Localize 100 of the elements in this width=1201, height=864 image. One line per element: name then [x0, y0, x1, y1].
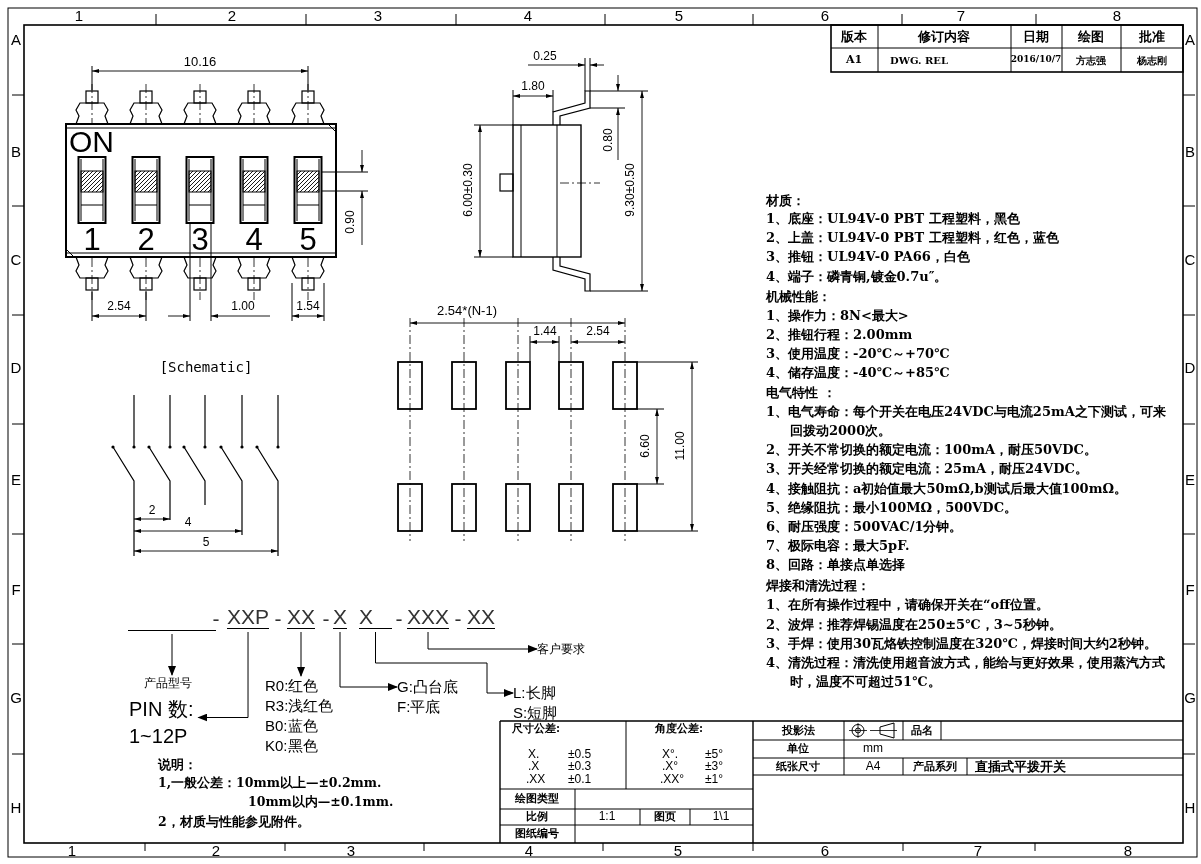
zone-marker: 6 [820, 7, 830, 25]
zone-marker: 3 [346, 842, 356, 860]
dimension-value: 6.00±0.30 [462, 163, 476, 217]
zone-marker: 2 [211, 842, 221, 860]
table-value: ±0.3 [568, 760, 592, 774]
table-header: 绘图 [1078, 29, 1104, 45]
table-header: 品名 [911, 724, 933, 738]
dimension-value: 1.80 [521, 80, 545, 94]
dimension-value: 0.90 [344, 210, 358, 234]
zone-marker: C [10, 251, 22, 269]
spec-item: 4、储存温度：-40℃～+85℃ [766, 364, 951, 382]
note-text: 10mm以内—±0.1mm. [248, 795, 394, 809]
spec-heading: 焊接和清洗过程： [766, 577, 871, 595]
option-description: G:凸台底 F:平底 [397, 677, 463, 717]
switch-number: 3 [191, 222, 209, 258]
spec-item: 8、回路：单接点单选择 [766, 556, 907, 574]
spec-heading: 电气特性 ： [766, 384, 837, 402]
zone-marker: 4 [523, 7, 533, 25]
table-value: ±5° [705, 748, 724, 762]
arrow [339, 631, 398, 691]
part-number-dash: - [454, 607, 462, 631]
table-header: 版本 [841, 29, 867, 45]
zone-marker: E [1185, 471, 1195, 489]
spec-item: 3、使用温度：-20℃～+70℃ [766, 345, 951, 363]
switch-number: 5 [299, 222, 317, 258]
part-number-field: XX [287, 606, 315, 629]
table-header: 图纸编号 [515, 827, 559, 841]
dimension-value: 0.80 [602, 128, 616, 152]
spec-item: 3、推钮：UL94V-0 PA66，白色 [766, 248, 971, 266]
table-value: ±0.5 [568, 748, 592, 762]
table-value: A1 [845, 53, 863, 67]
spec-item: 3、手焊：使用30瓦烙铁控制温度在320℃，焊接时间大约2秒钟。 [766, 635, 1158, 653]
spec-item: 1、在所有操作过程中，请确保开关在“off位置。 [766, 596, 1050, 614]
note-text: 2，材质与性能参见附件。 [158, 815, 310, 829]
part-number-field: X [333, 606, 347, 629]
spec-item: 7、极际电容：最大5pF. [766, 537, 911, 555]
part-number-field: XXX [407, 606, 450, 629]
zone-marker: D [1184, 359, 1196, 377]
table-value: 2016/10/7 [1010, 55, 1062, 65]
table-header: 单位 [787, 742, 809, 756]
table-header: 产品系列 [913, 760, 957, 774]
dimension-value: 1.54 [296, 300, 320, 314]
zone-marker: 1 [74, 7, 84, 25]
table-header: 角度公差: [655, 722, 704, 736]
table-header: 绘图类型 [515, 792, 559, 806]
table-header: 尺寸公差: [512, 722, 561, 736]
part-number-field: XXP [227, 606, 270, 629]
zone-marker: F [1185, 581, 1195, 599]
part-number-dash: - [274, 607, 282, 631]
zone-marker: 3 [373, 7, 383, 25]
spec-item: 2、推钮行程：2.00mm [766, 326, 914, 344]
zone-marker: 2 [227, 7, 237, 25]
spec-item: 2、开关不常切换的额定电流：100mA，耐压50VDC。 [766, 441, 1098, 459]
spec-item: 3、开关经常切换的额定电流：25mA，耐压24VDC。 [766, 460, 1089, 478]
zone-marker: H [1184, 799, 1196, 817]
table-value: .X° [662, 760, 679, 774]
table-value: .X [528, 760, 540, 774]
dimension-value: 2.54 [107, 300, 131, 314]
on-marking: ON [69, 124, 114, 158]
dimension-value: 2.54*(N-1) [437, 303, 497, 319]
view-caption: [Schematic] [159, 360, 253, 376]
table-value: .XX° [660, 773, 685, 787]
table-value: A4 [865, 760, 881, 774]
table-value: ±3° [705, 760, 724, 774]
part-number-dash: - [395, 607, 403, 631]
switch-number: 2 [137, 222, 155, 258]
zone-marker: 5 [673, 842, 683, 860]
table-value: X°. [662, 748, 679, 762]
dimension-value: 1.44 [533, 325, 557, 339]
part-number-field: X [359, 606, 392, 629]
zone-marker: 8 [1112, 7, 1122, 25]
spec-item: 1、电气寿命：每个开关在电压24VDC与电流25mA之下测试，可来回拨动2000次。 [766, 403, 1167, 440]
table-header: 比例 [526, 810, 548, 824]
zone-marker: B [1185, 143, 1195, 161]
zone-marker: 7 [973, 842, 983, 860]
table-header: 批准 [1139, 29, 1165, 45]
dimension-value: 11.00 [674, 431, 688, 461]
zone-marker: G [10, 689, 22, 707]
table-value: ±0.1 [568, 773, 592, 787]
table-header: 日期 [1023, 29, 1049, 45]
table-value: 1:1 [598, 810, 616, 824]
dimension-value: 10.16 [183, 54, 217, 70]
dimension-value: 4 [184, 516, 192, 530]
zone-marker: F [11, 581, 21, 599]
spec-item: 4、端子：磷青铜,镀金0.7u″。 [766, 268, 949, 286]
option-description: PIN 数: 1~12P [129, 696, 199, 750]
zone-marker: 4 [524, 842, 534, 860]
spec-heading: 机械性能： [766, 288, 832, 306]
table-value: 方志强 [1076, 54, 1106, 66]
zone-marker: 1 [67, 842, 77, 860]
option-description: L:长脚 S:短脚 [513, 683, 563, 723]
dimension-value: 2.54 [586, 325, 610, 339]
switch-number: 1 [83, 222, 101, 258]
zone-marker: A [11, 31, 21, 49]
table-value: ±1° [705, 773, 724, 787]
spec-item: 6、耐压强度：500VAC/1分钟。 [766, 518, 964, 536]
arrow [427, 631, 538, 653]
zone-marker: 5 [674, 7, 684, 25]
table-value: mm [863, 742, 883, 756]
table-value: X. [528, 748, 540, 762]
